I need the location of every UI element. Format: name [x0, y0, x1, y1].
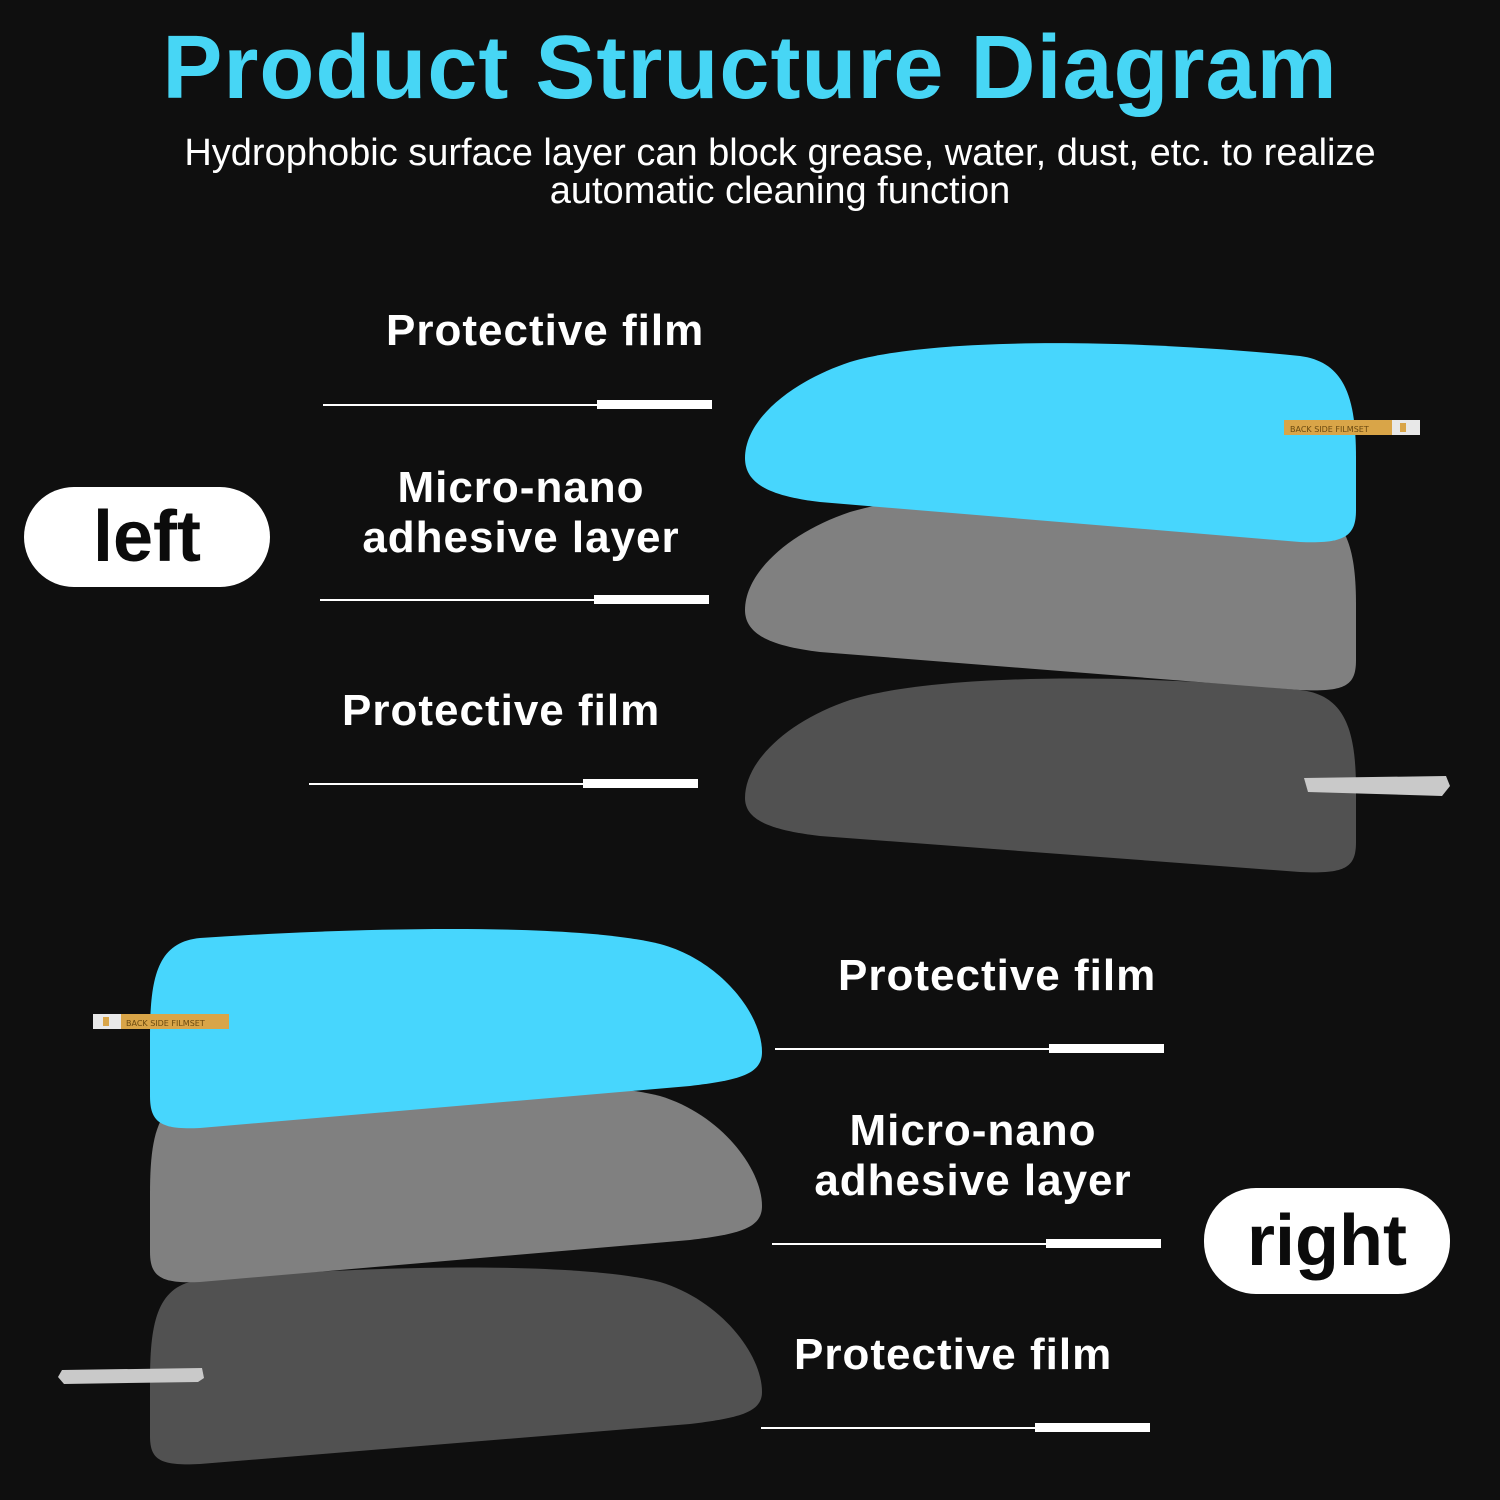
right-tab-text: BACK SIDE FILMSET [126, 1019, 205, 1028]
left-leader-line-3 [309, 779, 698, 789]
right-leader-line-2 [772, 1239, 1161, 1249]
left-bottom-tab-icon [1304, 776, 1450, 796]
left-label-top-protective-film: Protective film [386, 306, 705, 355]
page-subtitle: Hydrophobic surface layer can block grea… [184, 132, 1376, 212]
left-leader-line-1 [323, 400, 712, 410]
side-badge-right: right [1204, 1188, 1450, 1294]
left-leader-line-2 [320, 595, 709, 605]
left-label-adhesive-line2: adhesive layer [362, 513, 680, 562]
left-top-protective-film [745, 343, 1356, 543]
right-leader-line-3 [761, 1423, 1150, 1433]
left-adhesive-layer [745, 492, 1356, 691]
left-top-tab-icon: BACK SIDE FILMSET [1284, 420, 1420, 435]
left-mirror-film-stack: BACK SIDE FILMSET [745, 343, 1450, 873]
right-label-top-protective-film: Protective film [838, 951, 1157, 1000]
right-top-protective-film [150, 928, 762, 1129]
left-tab-text: BACK SIDE FILMSET [1290, 425, 1369, 434]
page-title: Product Structure Diagram [162, 18, 1338, 118]
right-bottom-tab-icon [58, 1368, 204, 1384]
left-label-bottom-protective-film: Protective film [342, 686, 661, 735]
right-label-adhesive-line1: Micro-nano [849, 1106, 1097, 1155]
right-label-adhesive-line2: adhesive layer [814, 1156, 1132, 1205]
right-leader-line-1 [775, 1044, 1164, 1054]
left-bottom-protective-film [745, 678, 1356, 873]
right-label-bottom-protective-film: Protective film [794, 1330, 1113, 1379]
right-bottom-protective-film [150, 1267, 762, 1465]
right-adhesive-layer [150, 1081, 762, 1283]
right-top-tab-icon: BACK SIDE FILMSET [93, 1014, 229, 1029]
left-label-adhesive-line1: Micro-nano [397, 463, 645, 512]
right-mirror-film-stack: BACK SIDE FILMSET [58, 928, 762, 1465]
side-badge-left: left [24, 487, 270, 587]
